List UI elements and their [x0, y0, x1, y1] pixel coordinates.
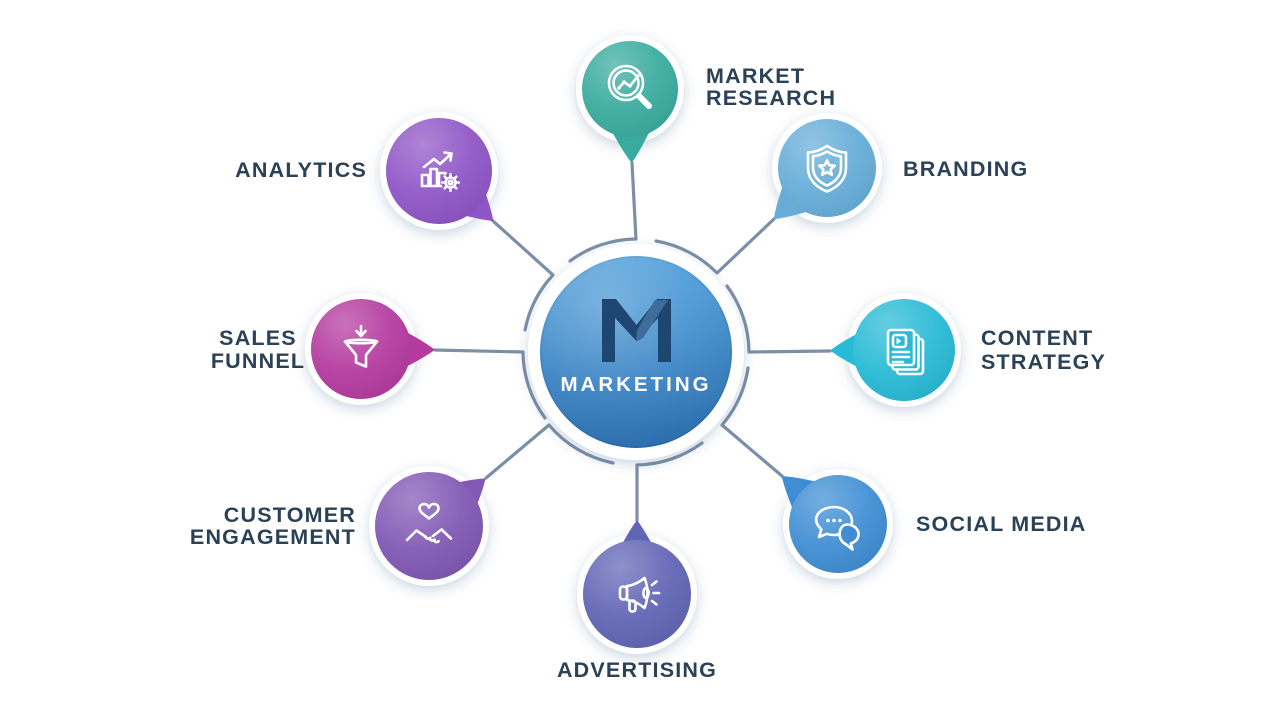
- node-label-line1: SALES: [219, 326, 297, 350]
- funnel-icon: [343, 324, 379, 368]
- node-shine: [789, 475, 887, 573]
- node-shine: [375, 472, 483, 580]
- node-social-media: SOCIAL MEDIA: [781, 469, 1087, 579]
- connector-content-strategy: [725, 284, 832, 354]
- connector-advertising: [635, 441, 704, 522]
- node-advertising: ADVERTISING: [557, 520, 717, 682]
- node-label-line1: CUSTOMER: [224, 503, 356, 527]
- connector-customer-engagement: [484, 423, 615, 480]
- node-shine: [778, 119, 876, 217]
- chat-bubbles-icon: [814, 505, 860, 551]
- center-shine: [540, 256, 732, 448]
- node-label-line1: MARKET: [706, 64, 805, 88]
- node-label-line2: STRATEGY: [981, 350, 1106, 374]
- node-sales-funnel: SALES FUNNEL: [211, 293, 435, 405]
- node-label-line2: RESEARCH: [706, 86, 836, 110]
- node-label-line1: SOCIAL MEDIA: [916, 512, 1087, 536]
- node-label-line1: CONTENT: [981, 326, 1093, 350]
- node-shine: [386, 118, 492, 224]
- monogram-accent: [636, 300, 668, 342]
- node-shine: [582, 41, 678, 137]
- node-analytics: ANALYTICS: [235, 112, 498, 230]
- node-content-strategy: CONTENT STRATEGY: [830, 293, 1106, 407]
- bar-chart-gear-icon: [420, 151, 460, 192]
- handshake-heart-icon: [405, 502, 453, 544]
- node-shine: [311, 299, 411, 399]
- center-label: MARKETING: [560, 373, 711, 396]
- magnifier-chart-icon: [607, 64, 652, 109]
- node-shine: [583, 540, 691, 648]
- connector-branding: [654, 217, 776, 275]
- node-label-line2: ENGAGEMENT: [190, 525, 356, 549]
- shield-star-icon: [806, 144, 848, 193]
- center-hub: MARKETING: [528, 244, 744, 460]
- connectors: [433, 161, 832, 522]
- marketing-monogram-icon: [602, 299, 671, 362]
- connector-sales-funnel: [433, 348, 547, 420]
- node-branding: BRANDING: [772, 113, 1028, 223]
- connector-market-research: [568, 161, 638, 263]
- megaphone-icon: [618, 576, 661, 613]
- node-customer-engagement: CUSTOMER ENGAGEMENT: [190, 466, 489, 586]
- center-rim: [540, 256, 732, 448]
- node-label-line1: BRANDING: [903, 157, 1028, 181]
- documents-play-icon: [886, 328, 925, 376]
- node-label-line1: ADVERTISING: [557, 658, 717, 682]
- connector-analytics: [491, 219, 555, 332]
- node-market-research: MARKET RESEARCH: [576, 35, 836, 163]
- node-label-line2: FUNNEL: [211, 349, 305, 373]
- node-label-line1: ANALYTICS: [235, 158, 367, 182]
- connector-social-media: [720, 366, 784, 478]
